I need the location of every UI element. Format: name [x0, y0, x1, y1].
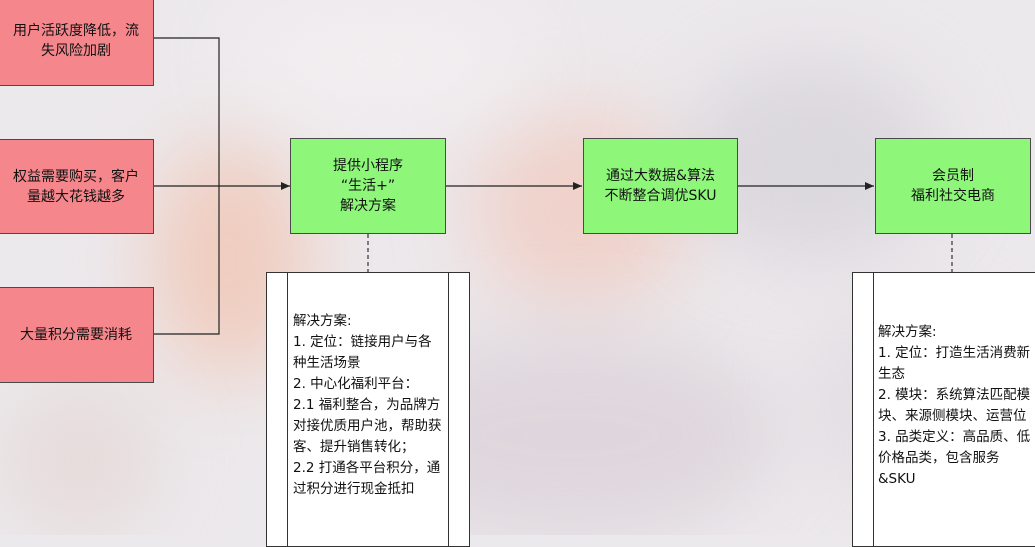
problem-box-3[interactable]: 大量积分需要消耗: [0, 287, 154, 383]
note-2-line-1: 1. 定位：打造生活消费新生态: [878, 345, 1031, 382]
note-1-line-3: 2.1 福利整合，为品牌方对接优质用户池，帮助获客、提升销售转化；: [293, 397, 442, 455]
note-2-title: 解决方案:: [878, 324, 937, 340]
step-box-1[interactable]: 提供小程序 “生活+” 解决方案: [290, 138, 446, 234]
connector-lines: [154, 37, 953, 335]
problem-label-3: 大量积分需要消耗: [20, 327, 132, 343]
connector-problem-3: [154, 186, 220, 335]
note-1-title: 解决方案:: [293, 313, 352, 329]
problem-label-1: 用户活跃度降低，流 失风险加剧: [13, 23, 139, 59]
step-label-3: 会员制 福利社交电商: [911, 168, 995, 204]
step-box-3[interactable]: 会员制 福利社交电商: [875, 138, 1031, 234]
problem-box-1[interactable]: 用户活跃度降低，流 失风险加剧: [0, 0, 154, 86]
solution-note-1[interactable]: 解决方案: 1. 定位：链接用户与各种生活场景 2. 中心化福利平台： 2.1 …: [266, 272, 470, 547]
note-2-line-2: 2. 模块：系统算法匹配模块、来源侧模块、运营位: [878, 387, 1031, 424]
note-1-line-4: 2.2 打通各平台积分，通过积分进行现金抵扣: [293, 460, 441, 497]
solution-note-2[interactable]: 解决方案: 1. 定位：打造生活消费新生态 2. 模块：系统算法匹配模块、来源侧…: [852, 272, 1035, 547]
step-label-2: 通过大数据&算法 不断整合调优SKU: [604, 168, 717, 204]
connector-problem-1: [154, 37, 220, 186]
step-label-1: 提供小程序 “生活+” 解决方案: [333, 158, 403, 214]
note-1-line-2: 2. 中心化福利平台：: [293, 376, 419, 392]
note-2-line-3: 3. 品类定义：高品质、低价格品类，包含服务&SKU: [878, 429, 1031, 487]
problem-label-2: 权益需要购买，客户 量越大花钱越多: [13, 168, 139, 205]
step-box-2[interactable]: 通过大数据&算法 不断整合调优SKU: [583, 138, 738, 234]
note-1-line-1: 1. 定位：链接用户与各种生活场景: [293, 334, 432, 371]
problem-box-2[interactable]: 权益需要购买，客户 量越大花钱越多: [0, 139, 154, 234]
